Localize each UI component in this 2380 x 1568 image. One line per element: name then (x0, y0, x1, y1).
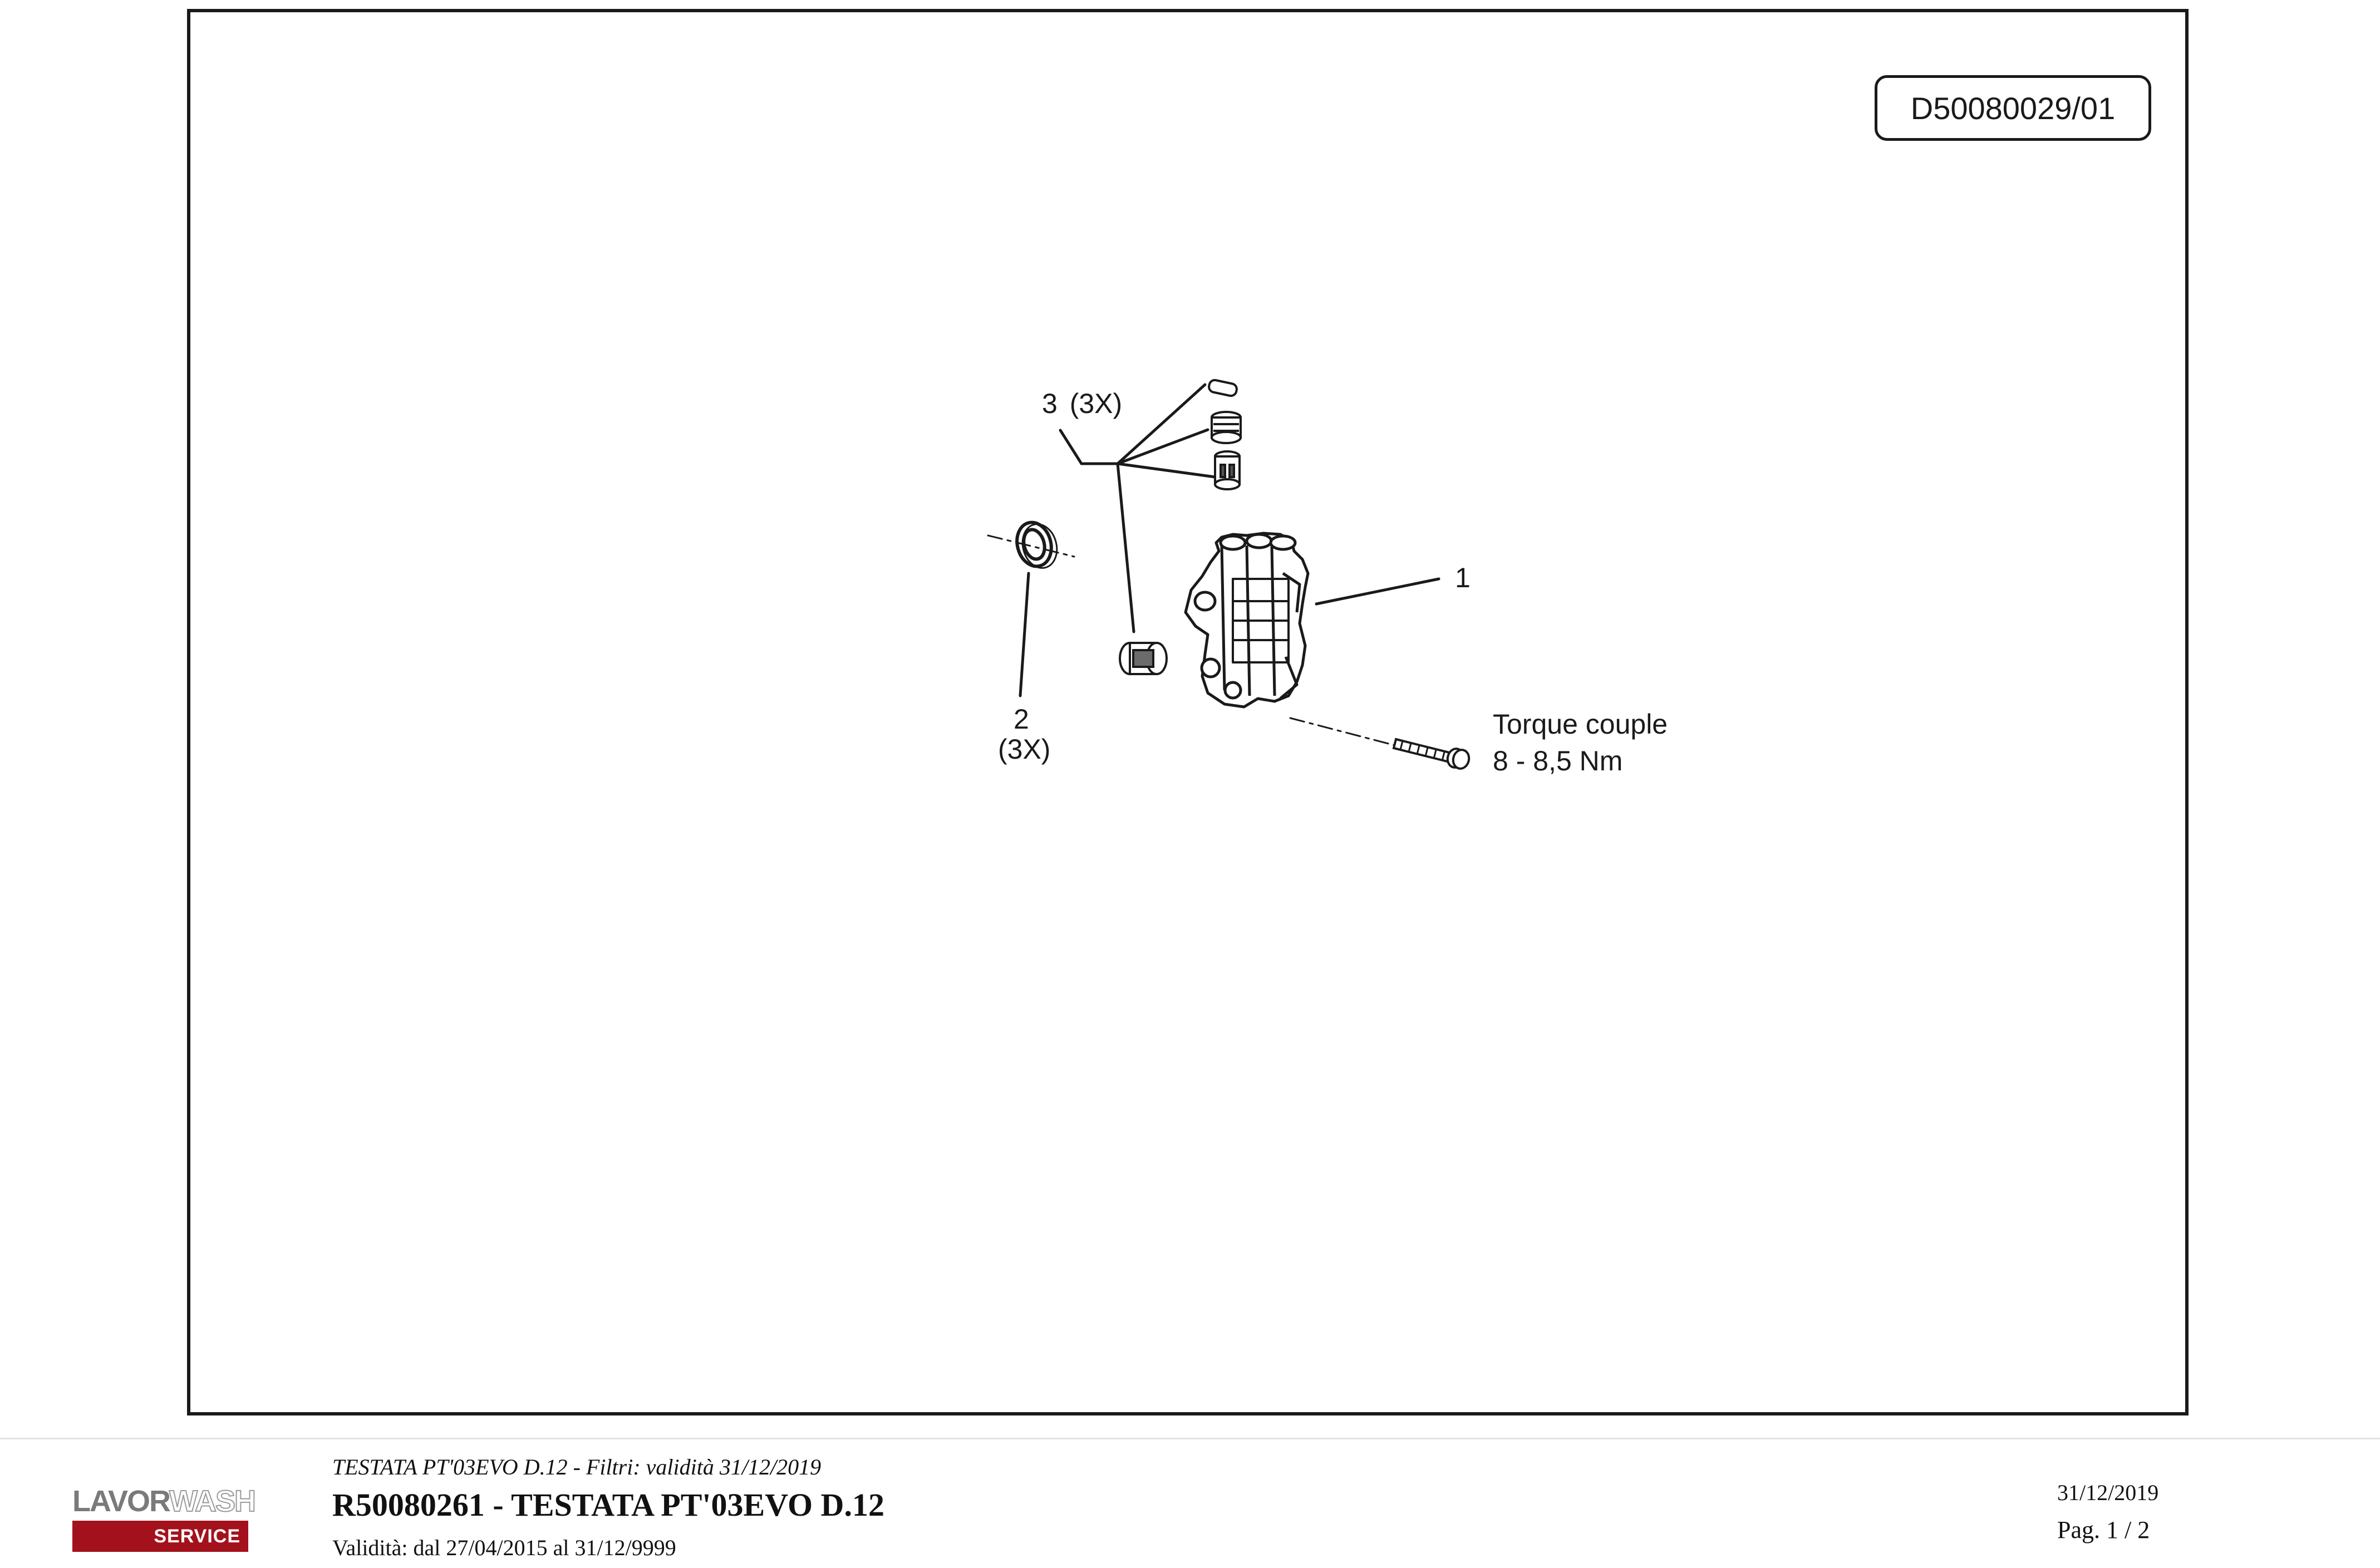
torque-title: Torque couple (1493, 709, 1668, 740)
logo-text-wash: WASH (169, 1485, 257, 1518)
footer-validity: Validità: dal 27/04/2015 al 31/12/9999 (332, 1535, 676, 1560)
footer-page-number: Pag. 1 / 2 (2057, 1516, 2150, 1544)
footer-divider (0, 1438, 2380, 1439)
callout-2-quantity: (3X) (998, 734, 1051, 765)
logo-service-bar: SERVICE (72, 1521, 248, 1552)
screw-axis (1289, 717, 1398, 747)
callout-1-label: 1 (1455, 562, 1471, 593)
callout-2-leader (1019, 572, 1030, 697)
footer-title: R50080261 - TESTATA PT'03EVO D.12 (332, 1487, 884, 1523)
seal-ring-part (1015, 520, 1058, 569)
valve-assembly-part (1119, 642, 1168, 675)
callout-3-label: 3 (3X) (1042, 388, 1123, 419)
drawing-frame (187, 9, 2189, 1415)
screw-part (1392, 738, 1471, 770)
drawing-code: D50080029/01 (1910, 90, 2116, 126)
seal-axis (987, 534, 1075, 558)
footer-subtitle: TESTATA PT'03EVO D.12 - Filtri: validità… (332, 1454, 822, 1479)
callout-2-label: 2 (1014, 704, 1029, 735)
drawing-code-box: D50080029/01 (1875, 75, 2151, 141)
logo-text-lavor: LAVOR (72, 1485, 170, 1518)
valve-body-part (1214, 450, 1241, 490)
footer-date: 31/12/2019 (2057, 1480, 2159, 1505)
callout-1-leader (1315, 577, 1440, 606)
torque-value: 8 - 8,5 Nm (1493, 745, 1623, 776)
lavorwash-service-logo: LAVORWASH SERVICE (72, 1485, 257, 1554)
valve-pin-part (1208, 379, 1238, 397)
callout-3-leaders (1059, 383, 1229, 633)
valve-cage-part (1211, 411, 1242, 444)
pump-head-part (1184, 532, 1310, 709)
